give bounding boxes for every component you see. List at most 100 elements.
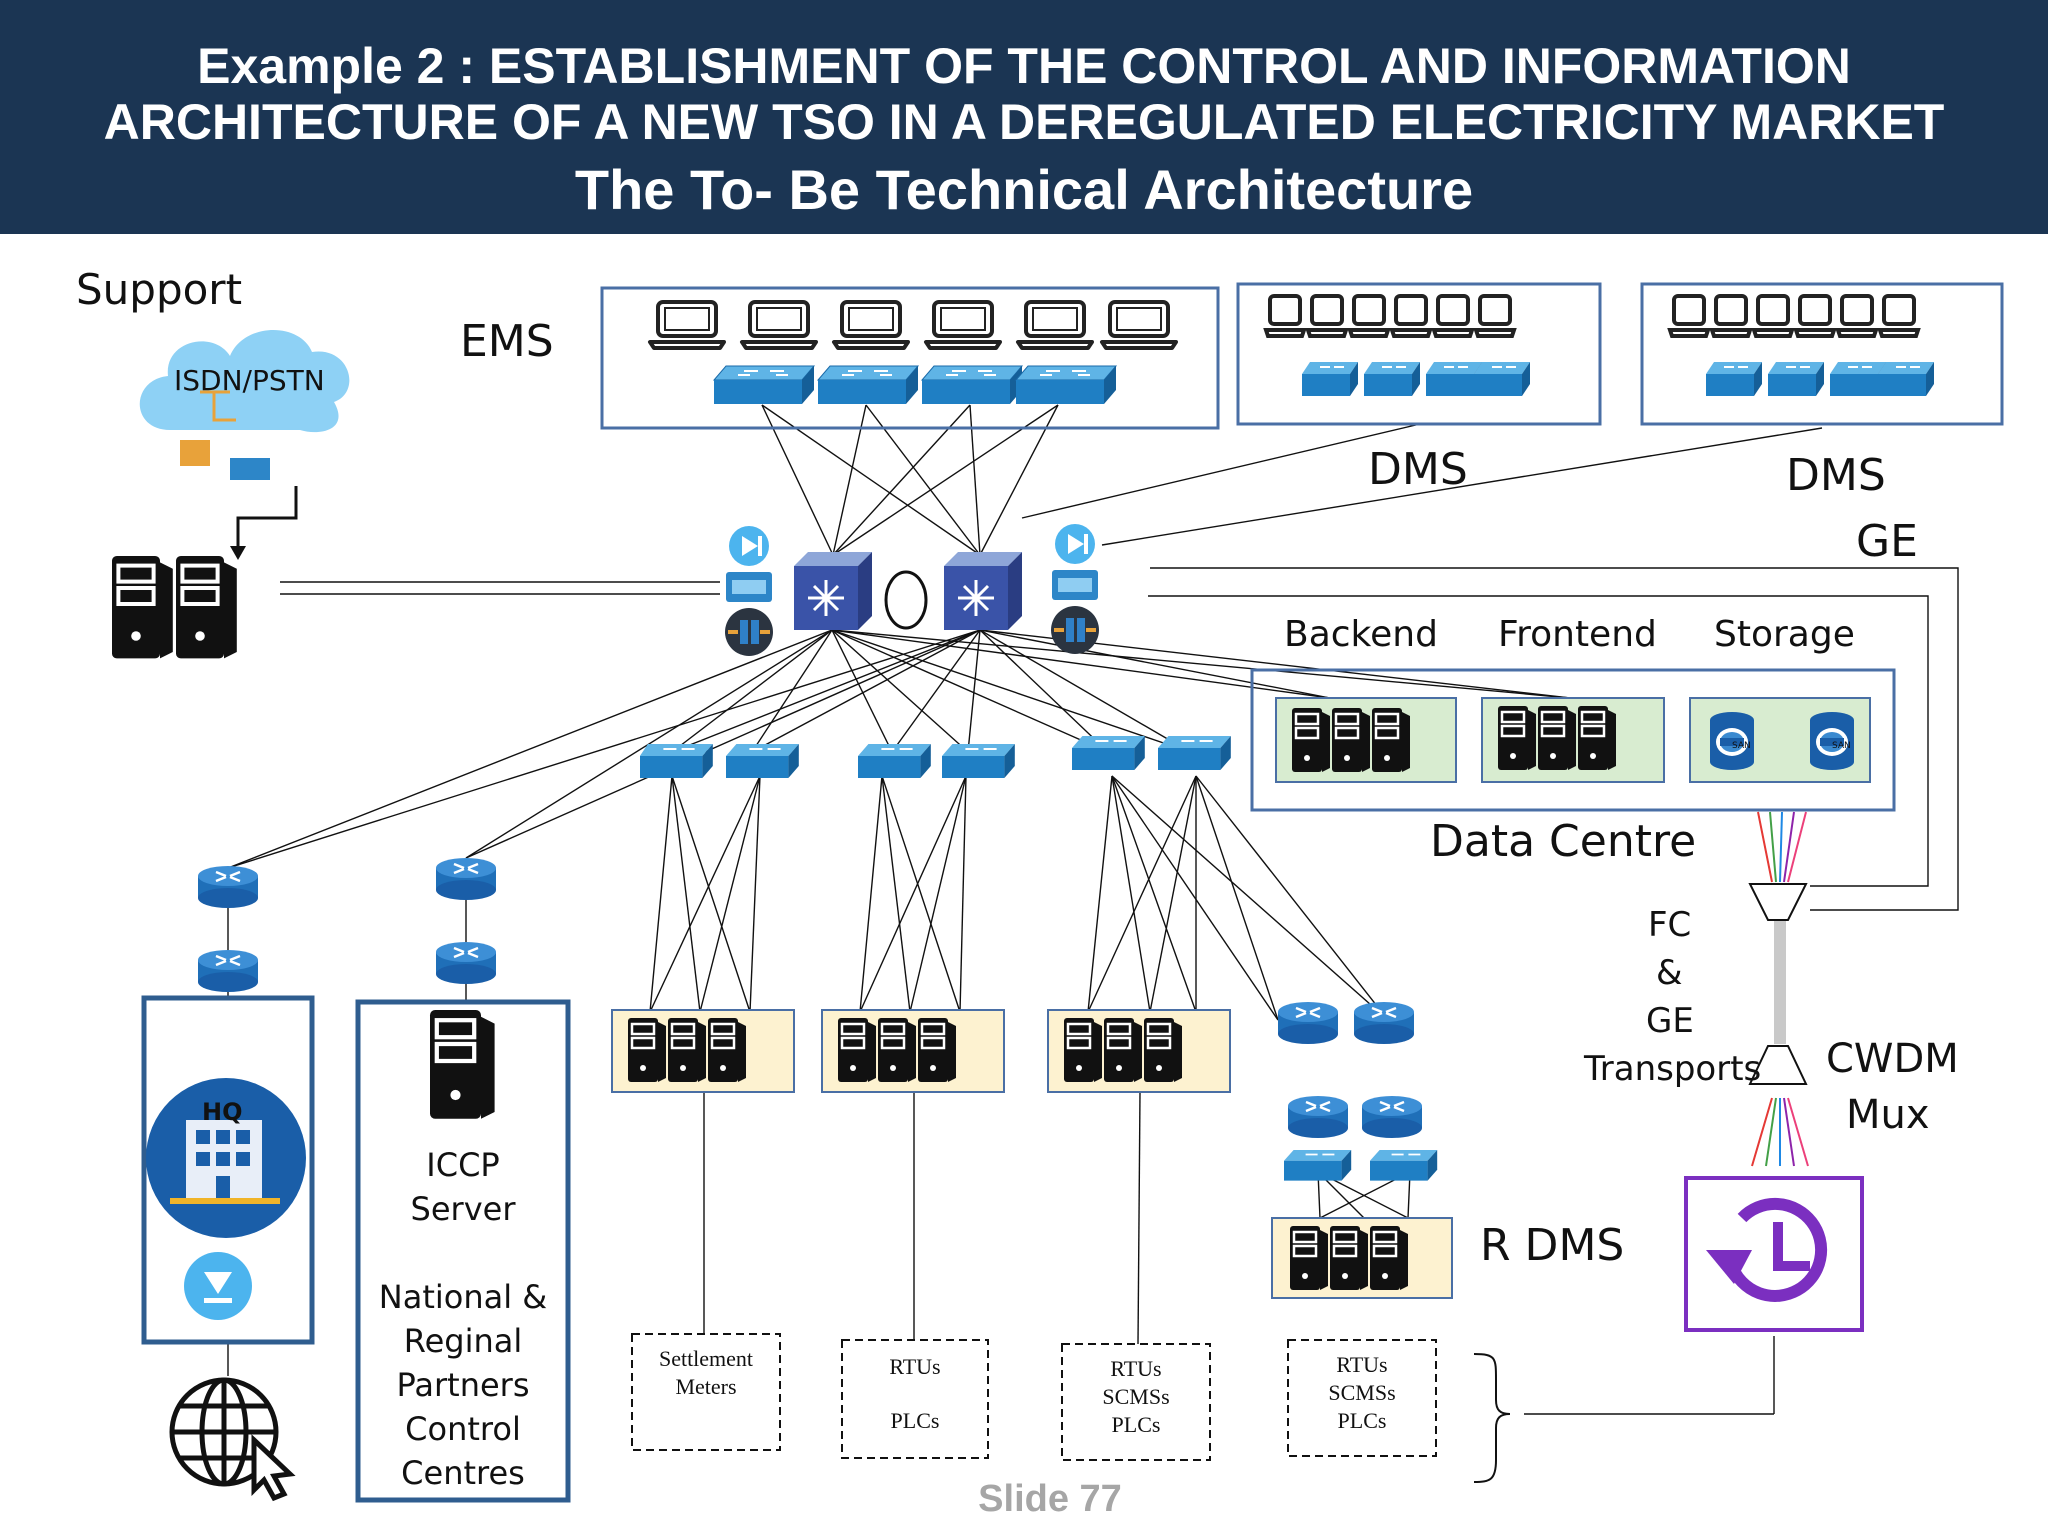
- server-icon: [628, 1018, 746, 1082]
- hq-label: HQ: [202, 1098, 243, 1126]
- support-server-icon: [112, 556, 237, 658]
- dms-box-1: [1236, 282, 1602, 426]
- connection-lines: [227, 404, 1959, 1415]
- field-device-boxes: [631, 1333, 1437, 1461]
- core-switch-icon: [792, 550, 874, 632]
- server-icon: [1292, 708, 1410, 772]
- rtu-a-text-1: RTUs: [889, 1354, 940, 1379]
- laptop-icon: [1100, 300, 1178, 350]
- rtu-b-text-1: RTUs: [1110, 1356, 1161, 1381]
- subtitle: The To- Be Technical Architecture: [574, 158, 1474, 221]
- rtu-c-text-1: RTUs: [1336, 1352, 1387, 1377]
- ge-label: GE: [1856, 516, 1918, 567]
- partners-label-3: Partners: [397, 1366, 530, 1404]
- clock-restore-icon: [1706, 1198, 1828, 1302]
- switch-icon: [1070, 734, 1147, 772]
- switch-icon: [817, 365, 919, 405]
- amp-label: &: [1656, 953, 1683, 993]
- ems-switches: [713, 365, 1117, 405]
- download-icon: [184, 1252, 252, 1320]
- data-centre-label: Data Centre: [1430, 816, 1696, 867]
- rtu-b-text-3: PLCs: [1112, 1412, 1161, 1437]
- partners-label-2: Reginal: [404, 1322, 522, 1360]
- title-line-2: ARCHITECTURE OF A NEW TSO IN A DEREGULAT…: [103, 94, 1945, 150]
- router-icon: [1352, 1000, 1416, 1046]
- transports-label: Transports: [1583, 1049, 1761, 1089]
- cwdm-mux-icon: [1748, 1045, 1808, 1085]
- partners-label-1: National &: [379, 1278, 547, 1316]
- dms-label-1: DMS: [1368, 444, 1468, 495]
- globe-cursor-icon: [169, 1377, 296, 1502]
- ems-box: [600, 286, 1220, 430]
- server-icon: [1064, 1018, 1182, 1082]
- partners-label-4: Control: [405, 1410, 521, 1448]
- support-label: Support: [76, 265, 242, 314]
- rdms-label: R DMS: [1480, 1220, 1624, 1271]
- settlement-text-1: Settlement: [659, 1346, 753, 1371]
- dms-box-2: [1640, 282, 2004, 426]
- iccp-label-1: ICCP: [426, 1146, 499, 1184]
- cloud-icon: [139, 329, 350, 480]
- switch-icon: [1156, 734, 1233, 772]
- dms-1-workstations: [1264, 294, 1531, 397]
- mux-label: Mux: [1846, 1092, 1930, 1138]
- isdn-pstn-label: ISDN/PSTN: [174, 364, 325, 397]
- router-icon: [1360, 1094, 1424, 1140]
- laptop-icon: [740, 300, 818, 350]
- firewall-icon: [1049, 522, 1101, 656]
- router-icon: [196, 864, 260, 910]
- hq-building-icon: [146, 1078, 306, 1238]
- switch-icon: [921, 365, 1023, 405]
- server-icon: [838, 1018, 956, 1082]
- laptop-icon: [924, 300, 1002, 350]
- data-centre-box: [1250, 668, 1896, 812]
- router-icon: [1286, 1094, 1350, 1140]
- ems-label: EMS: [460, 316, 554, 367]
- core-link-ring: [884, 570, 928, 630]
- slide-header: Example 2 : ESTABLISHMENT OF THE CONTROL…: [0, 0, 2048, 234]
- laptop-icon: [1016, 300, 1094, 350]
- laptop-icon: [832, 300, 910, 350]
- switch-icon: [940, 742, 1017, 780]
- fibre-lines: [1751, 811, 1809, 1167]
- slide-number: Slide 77: [978, 1478, 1122, 1520]
- iccp-label-2: Server: [411, 1190, 517, 1228]
- firewall-icon: [723, 524, 775, 658]
- rtu-a-text-2: PLCs: [891, 1408, 940, 1433]
- settlement-text-2: Meters: [675, 1374, 736, 1399]
- ems-laptops: [648, 300, 1178, 350]
- router-icon: [434, 856, 498, 902]
- fc-label: FC: [1648, 905, 1691, 945]
- hq-box: [141, 995, 315, 1345]
- server-icon: [430, 1010, 495, 1119]
- switch-icon: [856, 742, 933, 780]
- storage-label: Storage: [1714, 614, 1855, 655]
- rtu-c-text-2: SCMSs: [1328, 1380, 1395, 1405]
- dms-label-2: DMS: [1786, 450, 1886, 501]
- server-icon: [1290, 1226, 1408, 1290]
- core-switch-icon: [942, 550, 1024, 632]
- switch-icon: [713, 365, 815, 405]
- laptop-icon: [648, 300, 726, 350]
- switch-icon: [1368, 1148, 1439, 1182]
- router-icon: [1276, 1000, 1340, 1046]
- san-label-1: SAN: [1732, 741, 1751, 751]
- san-label-2: SAN: [1832, 741, 1851, 751]
- iccp-box: [355, 999, 571, 1503]
- rtu-c-text-3: PLCs: [1338, 1408, 1387, 1433]
- server-icon: [1498, 706, 1616, 770]
- cwdm-label: CWDM: [1826, 1036, 1959, 1082]
- cwdm-mux-icon: [1748, 883, 1808, 921]
- dms-2-workstations: [1668, 294, 1935, 397]
- rtu-b-text-2: SCMSs: [1102, 1384, 1169, 1409]
- switch-icon: [1282, 1148, 1353, 1182]
- ge-transport-label: GE: [1646, 1001, 1694, 1041]
- backend-label: Backend: [1284, 614, 1438, 655]
- switch-icon: [1015, 365, 1117, 405]
- frontend-label: Frontend: [1498, 614, 1657, 655]
- transport-trunk: [1774, 918, 1786, 1044]
- field-devices-brace: [1473, 1353, 1511, 1483]
- switch-icon: [724, 742, 801, 780]
- router-icon: [196, 948, 260, 994]
